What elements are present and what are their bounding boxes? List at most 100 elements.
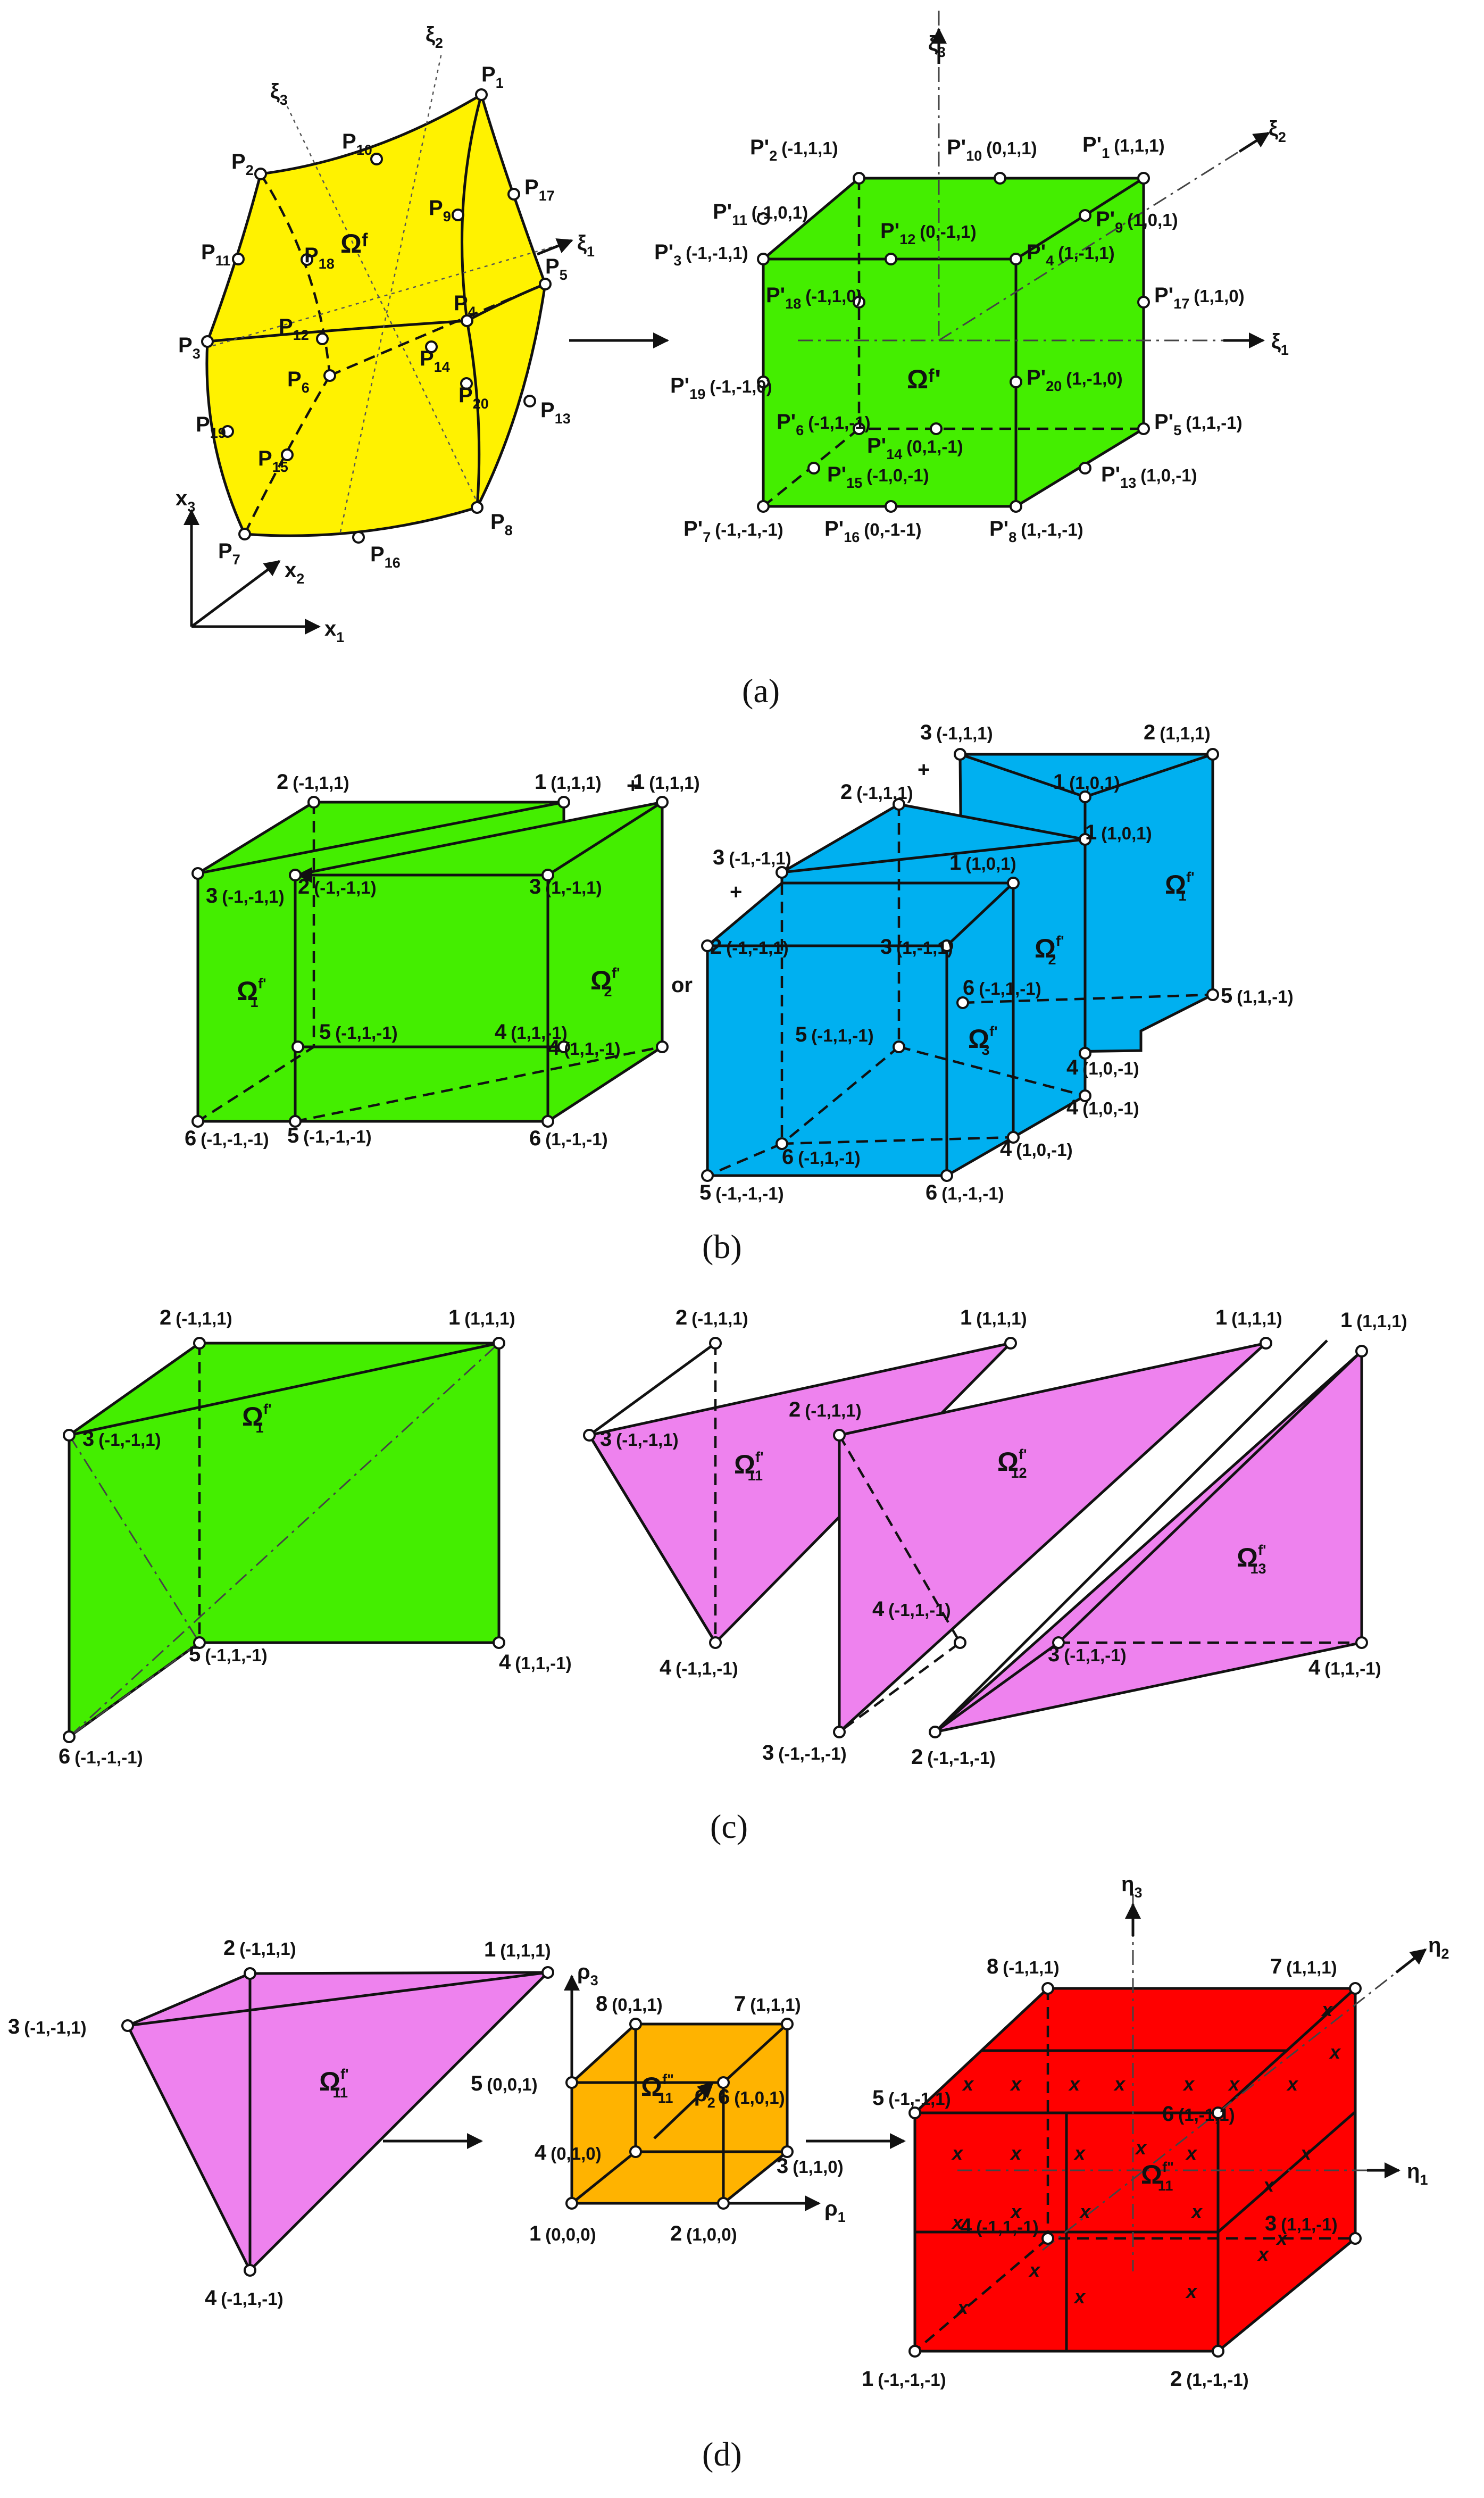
c-pink-4-9-label: 4(1,1,-1): [1308, 1656, 1381, 1679]
rho2-axis: [653, 2081, 714, 2139]
b-green-6-10-node: [191, 1115, 204, 1128]
c-pink-4-9-node: [1355, 1636, 1368, 1649]
c-prism-top: [69, 1342, 499, 1437]
c-pink-2-11-node: [929, 1726, 941, 1738]
d-cube-3-5-node: [781, 2145, 794, 2158]
d-tet-2-0-label: 2(-1,1,1): [223, 1936, 296, 1960]
p15-label: P15: [258, 447, 288, 475]
b-blue-3-6-node: [776, 866, 788, 879]
b-blue-2-3-node: [893, 798, 905, 811]
omega-f2-green: Ωf'2: [590, 965, 620, 1000]
edge-p3-p4: [207, 319, 468, 343]
p13-node: [523, 395, 536, 407]
b-blue-2-1-label: 2(1,1,1): [1144, 721, 1211, 744]
blue3-hidden-b: [781, 1136, 1014, 1145]
b-blue-4-15-label: 4(1,0,-1): [1066, 1096, 1139, 1119]
b-blue-5-12-label: 5(1,1,-1): [1221, 984, 1294, 1007]
p5-node: [539, 278, 552, 290]
gauss-point-marker: x: [956, 2296, 969, 2318]
prism1-top: [197, 801, 564, 875]
d-tet-top: [127, 1971, 548, 2027]
p7-prime-label: P'7(-1,-1,-1): [683, 517, 783, 545]
gauss-point-marker: x: [1275, 2227, 1288, 2249]
panel-b: Ωf'1 Ωf'2 2(-1,1,1)1(1,1,1)+1(1,1,1)3(-1…: [185, 721, 1294, 1265]
d-red-2-7-node: [1212, 2345, 1224, 2358]
c-pink-3-10-label: 3(-1,-1,-1): [762, 1741, 847, 1764]
gauss-point-marker: x: [1182, 2073, 1195, 2095]
p16-label: P16: [370, 543, 401, 571]
c-pink-3-8-node: [1052, 1636, 1065, 1649]
p17-label: P17: [524, 176, 555, 204]
p3-node: [201, 335, 214, 348]
c-pink-3-4-label: 3(-1,-1,1): [600, 1427, 679, 1451]
b-blue-plus-7: +: [730, 880, 742, 904]
b-blue-1-4-node: [1079, 790, 1091, 803]
b-green-2-5-node: [289, 869, 302, 881]
b-blue-3-0-node: [954, 748, 966, 761]
blue1-hidden: [962, 993, 1213, 1004]
b-green-1-3-label: 1(1,1,1): [633, 770, 700, 794]
d-red-1-6-label: 1(-1,-1,-1): [862, 2367, 946, 2391]
p11-prime-label: P'11(-1,0,1): [713, 200, 808, 228]
b-blue-5-18-node: [701, 1169, 714, 1182]
panel-label-b: (b): [702, 1228, 742, 1265]
omega-f1-green: Ωf'1: [237, 976, 266, 1010]
p14-prime-label: P'14(0,1,-1): [867, 434, 963, 462]
p2-prime-label: P'2(-1,1,1): [750, 136, 838, 164]
c-pink-4-6-label: 4(-1,1,-1): [660, 1656, 738, 1679]
panel-label-d: (d): [702, 2435, 742, 2473]
p20-prime-label: P'20(1,-1,0): [1027, 366, 1123, 394]
c-green-2-0-label: 2(-1,1,1): [160, 1306, 232, 1329]
gauss-point-marker: x: [1113, 2073, 1126, 2095]
p11-label: P11: [201, 240, 230, 269]
c-green-3-2-node: [63, 1429, 76, 1442]
p19-node: [221, 425, 234, 438]
blue2-hidden-b: [898, 1045, 1086, 1097]
xi1-label-right: ξ1: [1271, 330, 1289, 358]
d-omega-tet: Ωf'11: [319, 2066, 349, 2101]
d-cube-2-7-label: 2(1,0,0): [670, 2222, 737, 2245]
b-blue-6-19-label: 6(1,-1,-1): [926, 1181, 1004, 1204]
d-cube-4-4-label: 4(0,1,0): [535, 2141, 602, 2164]
b-green-3-4-node: [191, 867, 204, 880]
p4-node: [461, 314, 473, 327]
c-green-nodes: 2(-1,1,1)1(1,1,1)3(-1,-1,1)5(-1,1,-1)4(1…: [59, 1306, 572, 1768]
b-green-6-10-label: 6(-1,-1,-1): [185, 1127, 269, 1150]
xi1-label: ξ1: [577, 231, 595, 260]
xi2-axis-line: [938, 132, 1269, 342]
b-blue-5-13-label: 5(-1,1,-1): [795, 1023, 874, 1046]
xi3-label-right: ξ3: [928, 32, 946, 60]
c-pink-1-3-node: [1355, 1345, 1368, 1358]
b-blue-3-10-label: 3(1,-1,1): [880, 935, 953, 959]
d-tet-4-3-label: 4(-1,1,-1): [205, 2286, 284, 2310]
gauss-point-marker: x: [951, 2211, 964, 2233]
d-cube-1-6-label: 1(0,0,0): [529, 2222, 596, 2245]
b-green-1-1-label: 1(1,1,1): [535, 770, 602, 794]
panel-label-c: (c): [710, 1808, 748, 1845]
p18-node: [301, 253, 313, 266]
p1-prime-node: [1137, 172, 1150, 185]
gauss-point-marker: x: [951, 2142, 964, 2164]
omega-f1-blue: Ωf'1: [1165, 869, 1195, 904]
c-green-6-5-label: 6(-1,-1,-1): [59, 1745, 143, 1768]
xi2-label-right: ξ2: [1269, 117, 1286, 145]
c-green-5-3-node: [193, 1636, 206, 1649]
xi1-guide: [212, 241, 570, 347]
p10-prime-label: P'10(0,1,1): [947, 136, 1037, 164]
panel-label-a: (a): [742, 672, 780, 710]
b-green-2-0-label: 2(-1,1,1): [277, 770, 349, 794]
c-pink-4-7-node: [954, 1636, 966, 1649]
curved-nodes: P1P2P3P4P5P6P7P8P9P10P11P12P13P14P15P16P…: [178, 63, 571, 571]
c-pink-1-3-label: 1(1,1,1): [1340, 1309, 1407, 1332]
b-green-1-1-node: [557, 796, 570, 809]
b-green-5-7-node: [291, 1040, 304, 1053]
p12-prime-label: P'12(0,-1,1): [880, 219, 977, 247]
xi2-arrow: [1238, 131, 1270, 153]
p20-node: [460, 377, 473, 390]
b-green-1-3-node: [656, 796, 669, 809]
p13-label: P13: [540, 398, 571, 427]
xi2-label: ξ2: [426, 23, 443, 51]
c-pink-nodes: 2(-1,1,1)1(1,1,1)1(1,1,1)1(1,1,1)3(-1,-1…: [583, 1306, 1407, 1769]
eta2-label: η2: [1428, 1934, 1449, 1962]
x1-label: x1: [324, 617, 344, 645]
